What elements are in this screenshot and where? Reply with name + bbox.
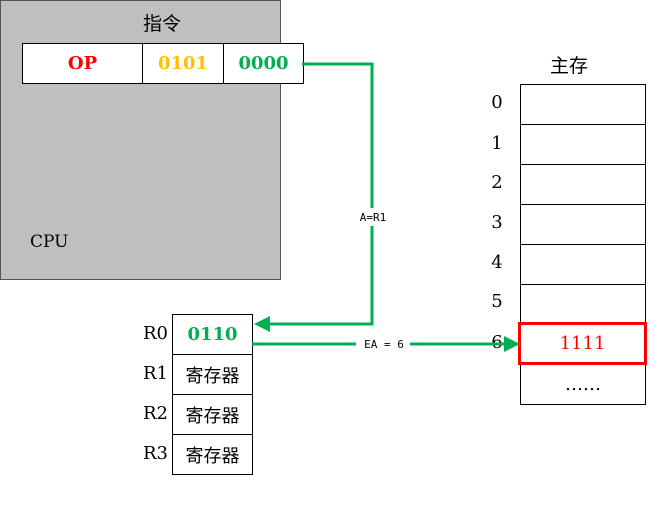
- memory-title: 主存: [550, 55, 589, 77]
- cpu-label: CPU: [30, 232, 69, 252]
- memory-address-5: 5: [491, 291, 503, 312]
- instruction-title: 指令: [143, 13, 182, 35]
- memory-address-0: 0: [491, 92, 503, 113]
- register-r0: 0110: [172, 314, 253, 355]
- memory-address-3: 3: [491, 212, 503, 233]
- address-to-register-arrow: [254, 62, 374, 332]
- memory-cell-2: [520, 164, 646, 205]
- register-name-r0: R0: [142, 323, 168, 344]
- memory-address-2: 2: [491, 172, 503, 193]
- memory-cell-7: ……: [520, 364, 646, 405]
- memory-cell-0: [520, 84, 646, 125]
- register-r3: 寄存器: [172, 434, 253, 475]
- address-field: 0000: [223, 43, 304, 84]
- addr-label: A=R1: [360, 211, 387, 224]
- ea-label: EA = 6: [364, 338, 404, 351]
- memory-cell-5: [520, 284, 646, 325]
- register-r2: 寄存器: [172, 394, 253, 435]
- register-name-r2: R2: [142, 403, 168, 424]
- memory-cell-6-highlighted: 1111: [518, 322, 647, 365]
- register-name-r3: R3: [142, 443, 168, 464]
- memory-address-1: 1: [491, 133, 503, 154]
- memory-address-4: 4: [491, 252, 503, 273]
- register-name-r1: R1: [142, 363, 168, 384]
- memory-cell-3: [520, 204, 646, 245]
- memory-cell-1: [520, 124, 646, 165]
